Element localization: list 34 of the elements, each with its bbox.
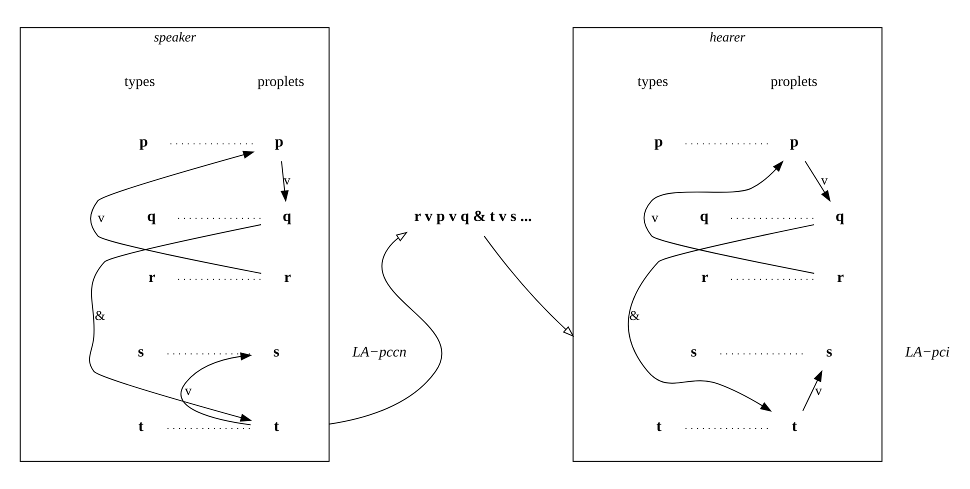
- label: types: [124, 74, 155, 90]
- label: proplets: [257, 74, 304, 90]
- node-text: r: [836, 269, 844, 286]
- node-text: t: [792, 418, 798, 436]
- node-text: s: [690, 344, 697, 361]
- edge-label: v: [815, 382, 822, 398]
- node-text: s: [273, 344, 280, 361]
- label: types: [637, 74, 668, 90]
- node-text: p: [790, 134, 799, 151]
- node-label: LA−pci: [905, 344, 950, 360]
- node-text: t: [656, 418, 662, 436]
- edge-label: v: [184, 382, 192, 398]
- edge-label: &: [629, 308, 640, 324]
- node-text: s: [138, 344, 144, 361]
- node-text: t: [138, 418, 144, 436]
- edge-label: v: [652, 210, 658, 225]
- node-text: q: [147, 208, 156, 226]
- label: proplets: [770, 74, 818, 90]
- edge-label: v: [820, 172, 828, 188]
- node-text: q: [282, 208, 292, 226]
- node-text: r: [701, 269, 708, 286]
- node-text: s: [826, 344, 832, 361]
- node-text: q: [835, 208, 844, 226]
- edge-label: &: [94, 308, 106, 324]
- node-text: q: [700, 208, 709, 226]
- node-text: p: [139, 134, 148, 151]
- node-label: LA−pccn: [352, 344, 406, 360]
- node-text: p: [654, 134, 664, 151]
- node-text: r v p v q & t v s ...: [414, 208, 532, 226]
- node-text: p: [274, 134, 284, 151]
- node-text: t: [274, 418, 280, 436]
- node-text: r: [148, 269, 156, 286]
- node-text: r: [284, 269, 291, 286]
- edge-label: v: [98, 210, 104, 225]
